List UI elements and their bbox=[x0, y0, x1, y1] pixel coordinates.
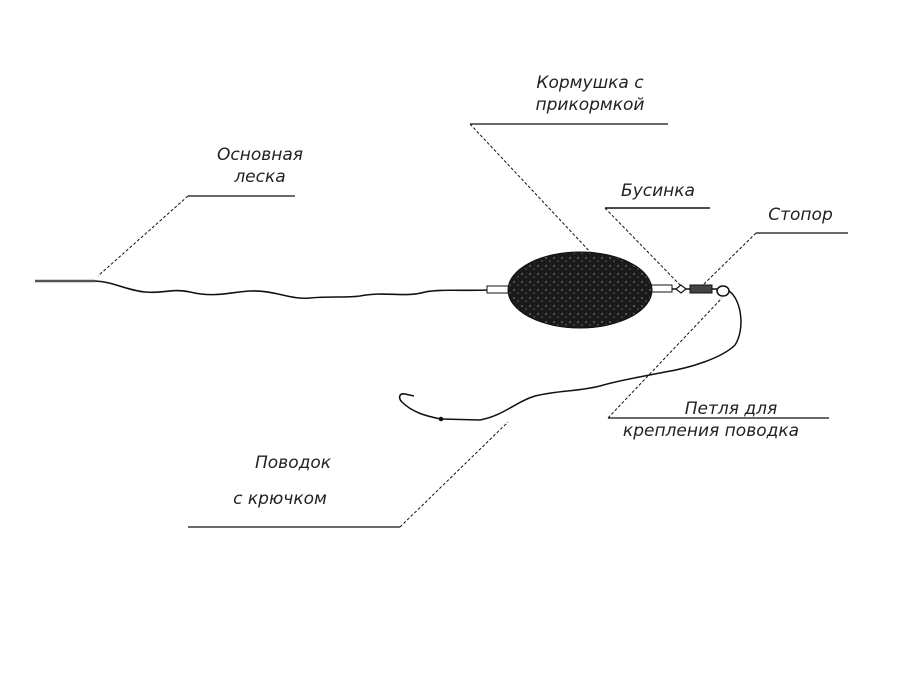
label-stopper: Стопор bbox=[748, 204, 853, 226]
label-bead-text: Бусинка bbox=[621, 181, 695, 201]
label-main-line-1: Основная bbox=[216, 145, 304, 165]
pointer-stopper bbox=[702, 232, 848, 286]
leader-loop bbox=[716, 285, 730, 297]
label-feeder-1: Кормушка с bbox=[536, 73, 644, 93]
leader-line bbox=[440, 290, 742, 421]
label-loop-1: Петля для bbox=[684, 399, 778, 419]
hook-icon bbox=[398, 393, 415, 403]
pointer-bead bbox=[604, 207, 710, 287]
pointer-main-line bbox=[97, 195, 295, 277]
leader-end bbox=[401, 401, 442, 420]
label-feeder: Кормушка с прикормкой bbox=[500, 72, 680, 116]
feeder-body bbox=[507, 251, 653, 329]
label-leader-2: с крючком bbox=[233, 489, 327, 509]
label-loop: Петля для крепления поводка bbox=[576, 398, 846, 442]
bead-icon bbox=[675, 284, 687, 294]
label-main-line: Основная леска bbox=[190, 144, 330, 188]
label-leader: Поводок с крючком bbox=[200, 452, 360, 510]
label-main-line-2: леска bbox=[234, 167, 286, 187]
label-loop-2: крепления поводка bbox=[622, 421, 800, 441]
pointer-loop bbox=[607, 297, 829, 419]
label-bead: Бусинка bbox=[598, 180, 718, 202]
stopper-icon bbox=[689, 284, 713, 294]
label-leader-1: Поводок bbox=[254, 453, 332, 473]
pointer-leader bbox=[188, 421, 509, 528]
label-feeder-2: прикормкой bbox=[535, 95, 645, 115]
pointer-feeder bbox=[469, 123, 668, 256]
label-stopper-text: Стопор bbox=[768, 205, 833, 225]
main-line bbox=[35, 280, 491, 300]
